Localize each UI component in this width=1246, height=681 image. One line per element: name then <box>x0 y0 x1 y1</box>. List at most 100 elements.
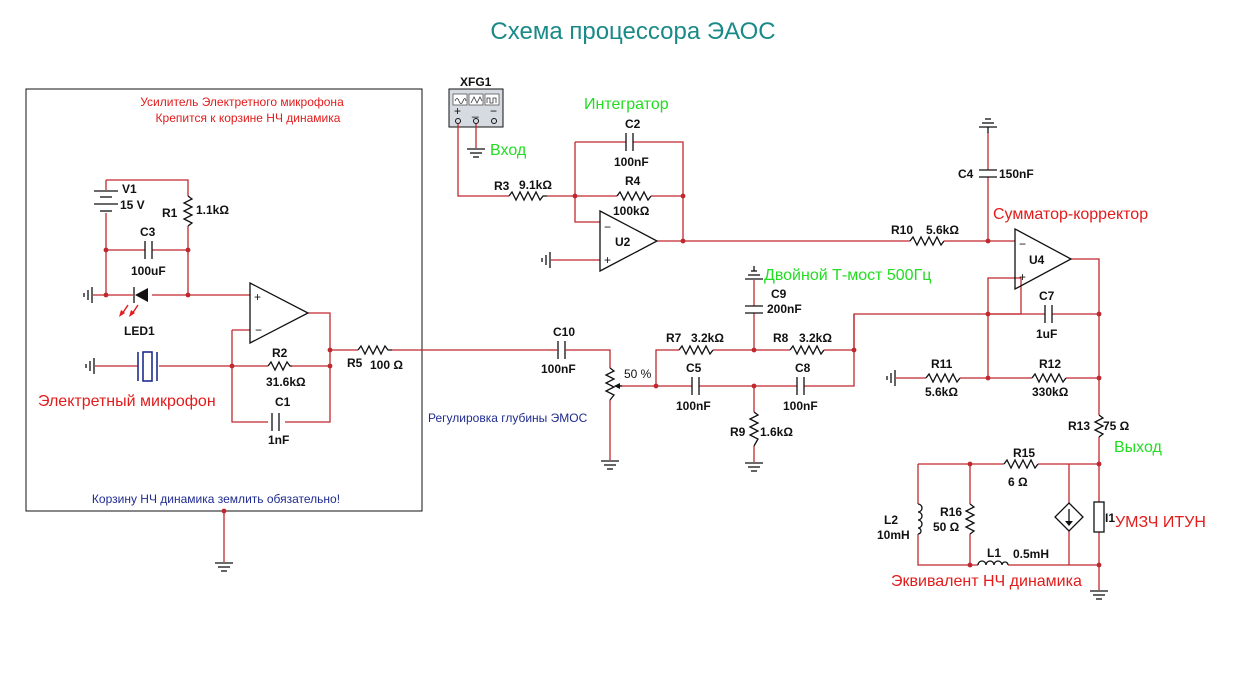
capacitor-c3: C3 100uF <box>131 225 166 278</box>
resistor-r9: R9 1.6kΩ <box>730 411 793 447</box>
opamp-u1: + − <box>249 281 310 345</box>
xfg1-ref: XFG1 <box>460 75 492 89</box>
capacitor-c2: C2 100nF <box>614 117 649 169</box>
c1-value: 1nF <box>268 433 289 447</box>
capacitor-c9: C9 200nF <box>745 287 802 316</box>
resistor-r2: R2 31.6kΩ <box>266 346 306 389</box>
opamp-u4: − + U4 <box>1014 227 1073 291</box>
l1-ref: L1 <box>987 546 1001 560</box>
c2-value: 100nF <box>614 155 649 169</box>
r2-ref: R2 <box>272 346 288 360</box>
annotation-input: Вход <box>490 142 527 159</box>
ground-symbol <box>979 118 997 133</box>
junctions-summer <box>985 238 1102 568</box>
capacitor-c10: C10 100nF <box>541 325 576 376</box>
inductor-l2: L2 10mH <box>877 503 923 542</box>
ground-symbol <box>601 460 619 470</box>
c10-value: 100nF <box>541 362 576 376</box>
resistor-r13: R13 75 Ω <box>1068 414 1130 438</box>
u2-ref: U2 <box>615 235 631 249</box>
annotation-depth: Регулировка глубины ЭМОС <box>428 411 588 425</box>
c3-value: 100uF <box>131 264 166 278</box>
resistor-r16: R16 50 Ω <box>933 503 976 535</box>
r10-ref: R10 <box>891 223 913 237</box>
i1-ref: I1 <box>1105 511 1115 525</box>
annotation-output: Выход <box>1114 439 1163 456</box>
l2-ref: L2 <box>884 513 898 527</box>
ground-symbol <box>1090 590 1108 600</box>
c4-ref: C4 <box>958 167 974 181</box>
annotation-tbridge: Двойной Т-мост 500Гц <box>764 267 931 284</box>
r7-value: 3.2kΩ <box>691 331 724 345</box>
r15-ref: R15 <box>1013 446 1035 460</box>
r11-ref: R11 <box>931 357 953 371</box>
svg-text:−: − <box>490 104 497 118</box>
battery-v1: V1 15 V <box>94 182 145 212</box>
v1-ref: V1 <box>122 182 137 196</box>
svg-text:−: − <box>255 323 262 337</box>
r16-ref: R16 <box>940 505 962 519</box>
junctions-tbridge <box>653 347 857 389</box>
r4-ref: R4 <box>625 174 641 188</box>
r16-value: 50 Ω <box>933 520 960 534</box>
wires-tbridge <box>655 280 1021 462</box>
mic-amp-frame <box>25 88 423 512</box>
annotation-ground-note: Корзину НЧ динамика землить обязательно! <box>92 492 340 506</box>
annotation-amp-title-1: Усилитель Электретного микрофона <box>140 95 344 109</box>
annotation-mic: Электретный микрофон <box>38 393 216 410</box>
c7-ref: C7 <box>1039 289 1055 303</box>
capacitor-c4: C4 150nF <box>958 167 1034 181</box>
r3-value: 9.1kΩ <box>519 178 552 192</box>
svg-text:+: + <box>604 253 611 267</box>
svg-text:−: − <box>604 220 611 234</box>
resistor-r8: R8 3.2kΩ <box>773 331 832 356</box>
ground-symbol <box>467 148 485 158</box>
annotation-speaker-eq: Эквивалент НЧ динамика <box>891 573 1082 590</box>
wire-input <box>457 124 509 197</box>
c2-ref: C2 <box>625 117 641 131</box>
ground-symbol <box>85 358 95 374</box>
c7-value: 1uF <box>1036 327 1057 341</box>
wires-speaker <box>917 463 1099 566</box>
r7-ref: R7 <box>666 331 682 345</box>
ground-symbol <box>215 562 233 572</box>
r1-ref: R1 <box>162 206 178 220</box>
r8-ref: R8 <box>773 331 789 345</box>
resistor-r7: R7 3.2kΩ <box>666 331 724 356</box>
c5-ref: C5 <box>686 361 702 375</box>
resistor-r3: R3 9.1kΩ <box>494 178 552 202</box>
r4-value: 100kΩ <box>613 204 650 218</box>
r13-value: 75 Ω <box>1103 419 1130 433</box>
c1-ref: C1 <box>275 395 291 409</box>
junctions-integrator <box>572 193 686 244</box>
v1-value: 15 V <box>120 198 145 212</box>
opamp-u2: − + U2 <box>599 209 659 273</box>
ground-symbol <box>886 370 896 386</box>
c9-ref: C9 <box>771 287 787 301</box>
potentiometer-depth: 50 % <box>604 367 652 401</box>
c8-ref: C8 <box>795 361 811 375</box>
r9-value: 1.6kΩ <box>760 425 793 439</box>
led-led1: LED1 <box>119 287 155 338</box>
annotation-summer: Сумматор-корректор <box>993 206 1148 223</box>
microphone-element <box>137 351 158 382</box>
page-title: Схема процессора ЭАОС <box>490 18 775 45</box>
current-source-i1: I1 <box>1054 501 1115 533</box>
r5-value: 100 Ω <box>370 358 403 372</box>
capacitor-c8: C8 100nF <box>783 361 818 413</box>
r11-value: 5.6kΩ <box>925 385 958 399</box>
c10-ref: C10 <box>553 325 575 339</box>
annotation-integrator: Интегратор <box>584 96 669 113</box>
r9-ref: R9 <box>730 425 746 439</box>
junctions-mic-amp <box>103 247 333 514</box>
junctions-speaker <box>967 461 973 568</box>
r2-value: 31.6kΩ <box>266 375 306 389</box>
c8-value: 100nF <box>783 399 818 413</box>
c9-value: 200nF <box>767 302 802 316</box>
r8-value: 3.2kΩ <box>799 331 832 345</box>
resistor-r15: R15 6 Ω <box>1003 446 1039 489</box>
ground-symbol <box>541 252 551 268</box>
ground-symbol <box>745 266 763 280</box>
r12-value: 330kΩ <box>1032 385 1069 399</box>
